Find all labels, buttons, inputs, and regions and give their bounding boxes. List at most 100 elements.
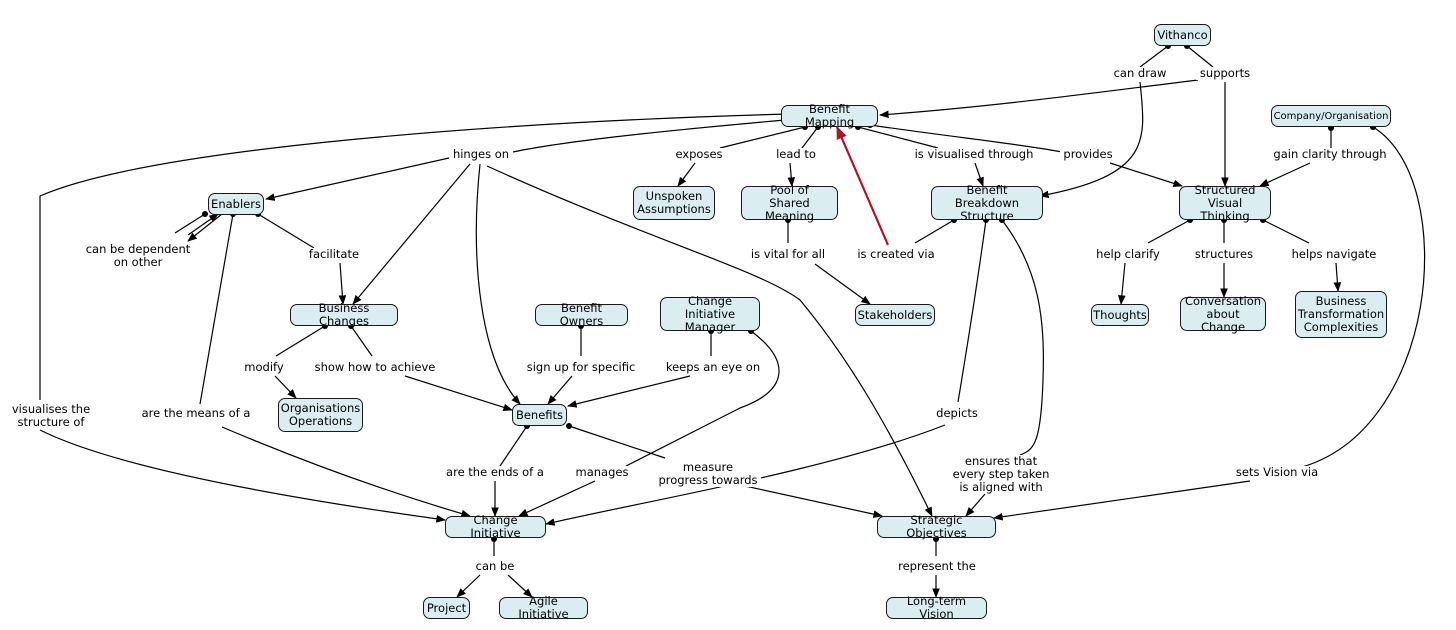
edge-svt-help-clarify xyxy=(1147,219,1191,244)
link-depicts: depicts xyxy=(933,407,981,420)
concept-agile-initiative[interactable]: Agile Initiative xyxy=(499,595,588,621)
edge-vithanco-supports xyxy=(1186,45,1214,68)
edge-hinges-benefits xyxy=(475,163,521,405)
link-sign-up-for-specific: sign up for specific xyxy=(524,361,638,374)
concept-strategic-objectives[interactable]: Strategic Objectives xyxy=(877,514,996,540)
edge-svt-helps-navigate xyxy=(1262,219,1310,244)
edge-keeps-benefits xyxy=(567,375,691,408)
link-visualises-the-structure-of: visualises the structure of xyxy=(8,403,94,429)
concept-business-changes[interactable]: Business Changes xyxy=(290,302,398,328)
edge-dependent-enablers-b xyxy=(187,213,219,236)
edge-visualises-change-initiative xyxy=(39,429,446,523)
link-is-vital-for-all: is vital for all xyxy=(747,248,829,261)
edge-enablers-facilitate xyxy=(257,213,315,249)
edge-bm-hinges xyxy=(512,119,786,153)
edge-company-sets-vision xyxy=(1289,126,1426,471)
edge-bm-visualises xyxy=(39,113,789,400)
concept-vithanco[interactable]: Vithanco xyxy=(1154,24,1211,46)
edge-ensures-strategic xyxy=(965,493,986,517)
edge-can-be-project xyxy=(456,574,481,598)
edge-bm-exposes xyxy=(719,126,806,149)
link-is-created-via: is created via xyxy=(855,248,937,261)
link-provides: provides xyxy=(1060,148,1116,161)
link-ensures-aligned: ensures that every step taken is aligned… xyxy=(951,454,1051,494)
edge-business-changes-show xyxy=(350,325,373,357)
link-show-how-to-achieve: show how to achieve xyxy=(314,360,436,374)
link-manages: manages xyxy=(574,465,630,479)
link-exposes: exposes xyxy=(672,148,726,161)
concept-change-initiative[interactable]: Change Initiative xyxy=(445,514,546,540)
edge-can-be-agile xyxy=(507,574,533,598)
edge-facilitate-business-changes xyxy=(338,262,347,305)
concept-structured-visual-thinking[interactable]: Structured Visual Thinking xyxy=(1179,183,1271,222)
edge-lead-to-pool xyxy=(787,162,796,187)
link-can-be-dependent: can be dependent on other xyxy=(84,242,192,269)
edge-visualised-bbs xyxy=(974,162,984,187)
edge-can-draw-bbs xyxy=(1039,81,1144,199)
concept-thoughts[interactable]: Thoughts xyxy=(1091,304,1149,326)
edge-navigate-btc xyxy=(1333,262,1342,292)
edge-exposes-unspoken xyxy=(677,162,696,187)
edge-bbs-depicts xyxy=(957,219,987,403)
edge-means-change-initiative xyxy=(221,426,471,518)
concept-pool-of-shared-meaning[interactable]: Pool of Shared Meaning xyxy=(741,183,838,222)
edge-enablers-dependent xyxy=(174,213,206,234)
link-are-the-means-of-a: are the means of a xyxy=(140,406,252,420)
link-gain-clarity-through: gain clarity through xyxy=(1273,147,1387,161)
edge-hinges-strategic xyxy=(486,165,933,517)
link-supports: supports xyxy=(1196,67,1254,80)
concept-project[interactable]: Project xyxy=(423,597,470,619)
concept-benefit-owners[interactable]: Benefit Owners xyxy=(535,302,628,328)
connector-dot-26 xyxy=(566,423,572,429)
edge-bbs-created-via xyxy=(914,219,955,244)
edge-show-benefits xyxy=(404,375,513,412)
concept-stakeholders[interactable]: Stakeholders xyxy=(855,304,935,326)
link-modify: modify xyxy=(240,361,288,374)
concept-change-initiative-manager[interactable]: Change Initiative Manager xyxy=(660,294,760,333)
link-are-the-ends-of-a: are the ends of a xyxy=(442,466,548,479)
edge-hinges-business-changes xyxy=(352,163,471,305)
edge-sets-vision-strategic xyxy=(993,480,1251,521)
link-hinges-on: hinges on xyxy=(449,148,513,161)
link-lead-to: lead to xyxy=(772,148,820,161)
concept-unspoken-assumptions[interactable]: Unspoken Assumptions xyxy=(633,186,715,220)
edge-bm-visualised xyxy=(857,126,939,149)
link-measure-progress-towards: measure progress towards xyxy=(655,461,761,487)
edge-benefits-ends xyxy=(499,425,528,467)
edge-created-via-bm xyxy=(835,125,890,246)
concept-long-term-vision[interactable]: Long-term Vision xyxy=(886,595,987,621)
edge-signup-benefits xyxy=(547,375,573,405)
edge-business-changes-modify xyxy=(275,325,326,357)
edge-benefits-measure xyxy=(568,425,666,459)
edge-vital-stakeholders xyxy=(814,263,871,305)
link-structures: structures xyxy=(1193,247,1255,261)
connector-dot-10 xyxy=(202,211,208,217)
concept-benefit-breakdown-structure[interactable]: Benefit Breakdown Structure xyxy=(931,183,1043,222)
edge-vithanco-can-draw xyxy=(1139,45,1169,68)
edge-bm-lead-to xyxy=(801,126,819,149)
edge-bm-provides xyxy=(869,124,1063,153)
link-is-visualised-through: is visualised through xyxy=(912,148,1036,161)
link-sets-vision-via: sets Vision via xyxy=(1232,466,1322,479)
edge-modify-org-ops xyxy=(274,375,297,399)
link-can-draw: can draw xyxy=(1112,66,1168,80)
concept-benefit-mapping[interactable]: Benefit Mapping xyxy=(781,103,878,129)
concept-benefits[interactable]: Benefits xyxy=(512,404,567,426)
concept-company-organisation[interactable]: Company/Organisation xyxy=(1271,105,1391,127)
edge-help-clarify-thoughts xyxy=(1118,262,1126,305)
link-represent-the: represent the xyxy=(893,560,981,573)
link-can-be: can be xyxy=(472,560,518,573)
edge-means-enablers xyxy=(199,213,234,405)
concept-business-transformation-complexities[interactable]: Business Transformation Complexities xyxy=(1295,291,1387,338)
edge-dependent-enablers xyxy=(187,213,223,242)
link-facilitate: facilitate xyxy=(304,248,364,261)
edge-provides-svt xyxy=(1109,162,1183,188)
link-helps-navigate: helps navigate xyxy=(1289,248,1379,261)
edge-bbs-ensures xyxy=(1001,219,1044,456)
link-keeps-an-eye-on: keeps an eye on xyxy=(664,360,762,374)
edge-gain-svt xyxy=(1259,162,1311,187)
concept-enablers[interactable]: Enablers xyxy=(208,193,264,215)
concept-conversation-about-change[interactable]: Conversation about Change xyxy=(1180,294,1266,333)
edge-measure-strategic xyxy=(744,485,883,518)
concept-organisations-operations[interactable]: Organisations Operations xyxy=(278,398,363,432)
